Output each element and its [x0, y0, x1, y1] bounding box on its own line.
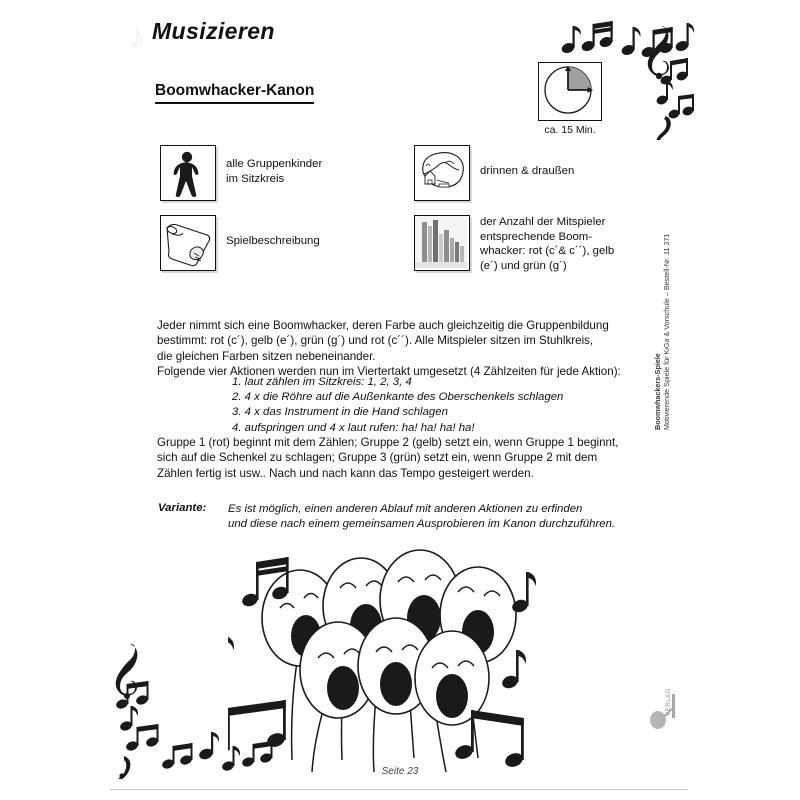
- music-notes-decoration-bottom-left: [112, 636, 292, 781]
- info-text-description: Spielbeschreibung: [226, 234, 320, 249]
- outro-paragraph: Gruppe 1 (rot) beginnt mit dem Zählen; G…: [157, 435, 618, 481]
- duration-clock-icon: [538, 62, 602, 121]
- publisher-logo: VERLAG: [646, 688, 692, 734]
- intro-line-2: bestimmt: rot (c´), gelb (e´), grün (g´)…: [157, 334, 594, 348]
- info-text-material-line4: (e´) und grün (g´): [480, 259, 567, 272]
- info-text-material-line1: der Anzahl der Mitspieler: [480, 216, 606, 228]
- action-step-4: 4. aufspringen und 4 x laut rufen: ha! h…: [232, 421, 475, 434]
- action-step-2: 2. 4 x die Röhre auf die Außenkante des …: [232, 391, 564, 404]
- outro-line-1: Gruppe 1 (rot) beginnt mit dem Zählen; G…: [157, 436, 619, 449]
- page-title: Boomwhacker-Kanon: [155, 82, 315, 104]
- info-text-description-line1: Spielbeschreibung: [226, 235, 320, 247]
- house-outdoor-icon: [414, 145, 470, 201]
- intro-line-4: Folgende vier Aktionen werden nun im Vie…: [157, 365, 621, 379]
- watermark-decoration: ♪: [128, 18, 145, 56]
- info-text-material-line3: whacker: rot (c´& c´´), gelb: [480, 245, 615, 258]
- sidebar-credit-line1: Boomwhackers-Spiele: [653, 353, 662, 430]
- boomwhacker-tubes-icon: [414, 215, 470, 271]
- music-notes-decoration-right-column: [640, 18, 700, 140]
- outro-line-3: Zählen fertig ist usw.. Nach und nach ka…: [157, 466, 534, 480]
- action-step-3: 3. 4 x das Instrument in die Hand schlag…: [232, 406, 448, 419]
- intro-line-3: die gleichen Farben sitzen nebeneinander…: [157, 349, 376, 363]
- chapter-title: Musizieren: [152, 18, 275, 44]
- outro-line-2: sich auf die Schenkel zu schlagen; Grupp…: [157, 451, 598, 465]
- info-text-participants: alle Gruppenkinder im Sitzkreis: [226, 157, 322, 186]
- variant-text: Es ist möglich, einen anderen Ablauf mit…: [228, 502, 615, 533]
- intro-paragraph: Jeder nimmt sich eine Boomwhacker, deren…: [157, 318, 621, 380]
- info-text-location: drinnen & draußen: [480, 164, 574, 179]
- paper-scroll-icon: [160, 215, 216, 271]
- info-text-material-line2: entsprechende Boom-: [480, 230, 593, 243]
- singing-choir-illustration: [228, 540, 538, 775]
- svg-text:VERLAG: VERLAG: [666, 688, 672, 716]
- action-step-1: 1. laut zählen im Sitzkreis: 1, 2, 3, 4: [232, 376, 412, 388]
- sidebar-credit: Boomwhackers-Spiele Motivierende Spiele …: [653, 160, 671, 430]
- action-steps-list: 1. laut zählen im Sitzkreis: 1, 2, 3, 4 …: [232, 375, 563, 436]
- info-text-material: der Anzahl der Mitspieler entsprechende …: [480, 215, 614, 273]
- info-text-participants-line2: im Sitzkreis: [226, 172, 285, 185]
- page-number: Seite 23: [381, 766, 419, 777]
- person-standing-icon: [160, 145, 216, 201]
- variant-line-1: Es ist möglich, einen anderen Ablauf mit…: [228, 503, 583, 515]
- intro-line-1: Jeder nimmt sich eine Boomwhacker, deren…: [157, 319, 609, 332]
- duration-label: ca. 15 Min.: [544, 124, 596, 136]
- info-text-location-line1: drinnen & draußen: [480, 165, 575, 177]
- sidebar-credit-line2: Motivierende Spiele für KiGa & Vorschule…: [662, 233, 671, 430]
- variant-label: Variante:: [158, 502, 207, 514]
- footer-divider: [110, 789, 688, 790]
- info-text-participants-line1: alle Gruppenkinder: [226, 158, 323, 170]
- variant-line-2: und diese nach einem gemeinsamen Ausprob…: [228, 518, 616, 531]
